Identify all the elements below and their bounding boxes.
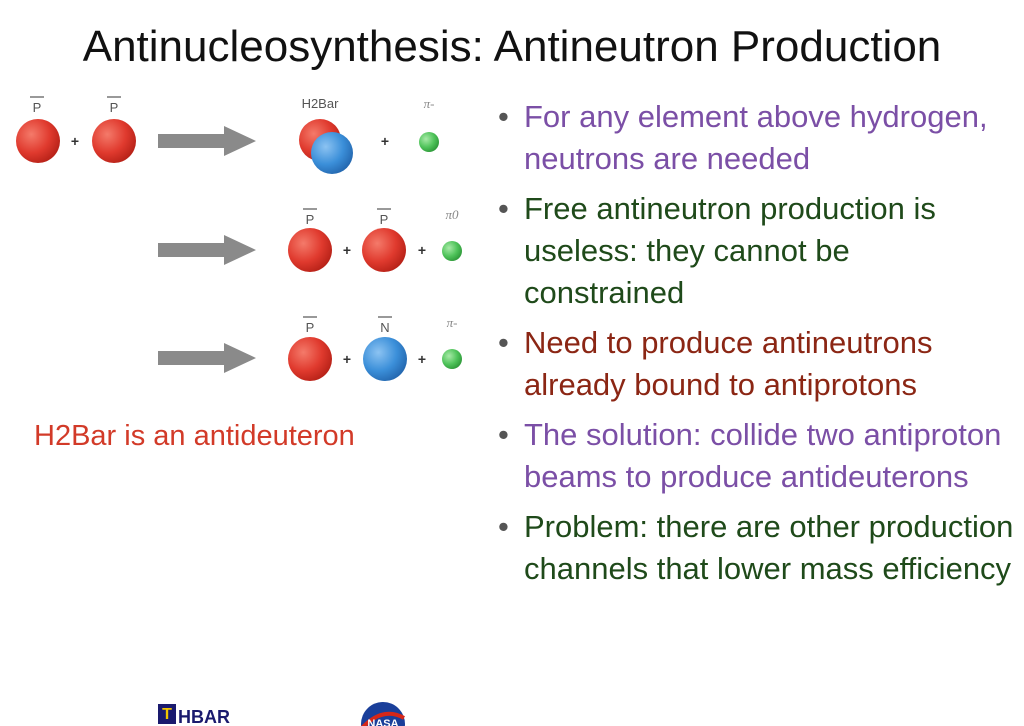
bullet-text: Free antineutron production is useless: … (524, 191, 936, 310)
antiproton-ball (362, 228, 406, 272)
bullet-list: • For any element above hydrogen, neutron… (496, 96, 1016, 598)
antiproton-label: P (306, 212, 315, 227)
hbar-logo-mark: T (158, 704, 176, 724)
bullet-item: • Free antineutron production is useless:… (496, 188, 1016, 314)
bullet-dot-icon: • (498, 325, 509, 360)
bullet-text: Problem: there are other production chan… (524, 509, 1014, 586)
bullet-item: • For any element above hydrogen, neutron… (496, 96, 1016, 180)
bullet-dot-icon: • (498, 99, 509, 134)
pion-label: π- (424, 96, 435, 111)
plus-sign: + (418, 242, 426, 258)
plus-sign: + (71, 133, 79, 149)
nasa-logo: NASA (358, 700, 408, 726)
antiproton-label: P (306, 320, 315, 335)
antiproton-ball (288, 337, 332, 381)
bullet-item: • Need to produce antineutrons already bo… (496, 322, 1016, 406)
antiproton-ball (92, 119, 136, 163)
antiproton-label: P (110, 100, 119, 115)
plus-sign: + (343, 351, 351, 367)
bullet-dot-icon: • (498, 509, 509, 544)
antiproton-label: P (33, 100, 42, 115)
bullet-dot-icon: • (498, 191, 509, 226)
slide-title: Antinucleosynthesis: Antineutron Product… (82, 22, 942, 71)
pion-ball (442, 241, 462, 261)
antideuteron-label: H2Bar (302, 96, 340, 111)
reaction-diagram: P + P H2Bar + π- P + P + π0 P + N + π- (16, 96, 462, 381)
pion-label: π0 (445, 207, 459, 222)
bullet-dot-icon: • (498, 417, 509, 452)
antideuteron-note: H2Bar is an antideuteron (34, 420, 355, 452)
reaction-arrow (158, 343, 256, 373)
reaction-arrow (158, 126, 256, 156)
pion-label: π- (447, 315, 458, 330)
reaction-arrow (158, 235, 256, 265)
bullet-text: Need to produce antineutrons already bou… (524, 325, 933, 402)
nasa-logo-text: NASA (367, 718, 398, 726)
antineutron-label: N (380, 320, 389, 335)
plus-sign: + (418, 351, 426, 367)
pion-ball (419, 132, 439, 152)
plus-sign: + (343, 242, 351, 258)
bullet-item: • Problem: there are other production cha… (496, 506, 1016, 590)
bullet-text: The solution: collide two antiproton bea… (524, 417, 1002, 494)
antiproton-label: P (380, 212, 389, 227)
plus-sign: + (381, 133, 389, 149)
hbar-logo-text: HBAR (178, 707, 230, 726)
bullet-text: For any element above hydrogen, neutrons… (524, 99, 988, 176)
pion-ball (442, 349, 462, 369)
antineutron-ball (311, 132, 353, 174)
antiproton-ball (16, 119, 60, 163)
bullet-item: • The solution: collide two antiproton be… (496, 414, 1016, 498)
antineutron-ball (363, 337, 407, 381)
antiproton-ball (288, 228, 332, 272)
